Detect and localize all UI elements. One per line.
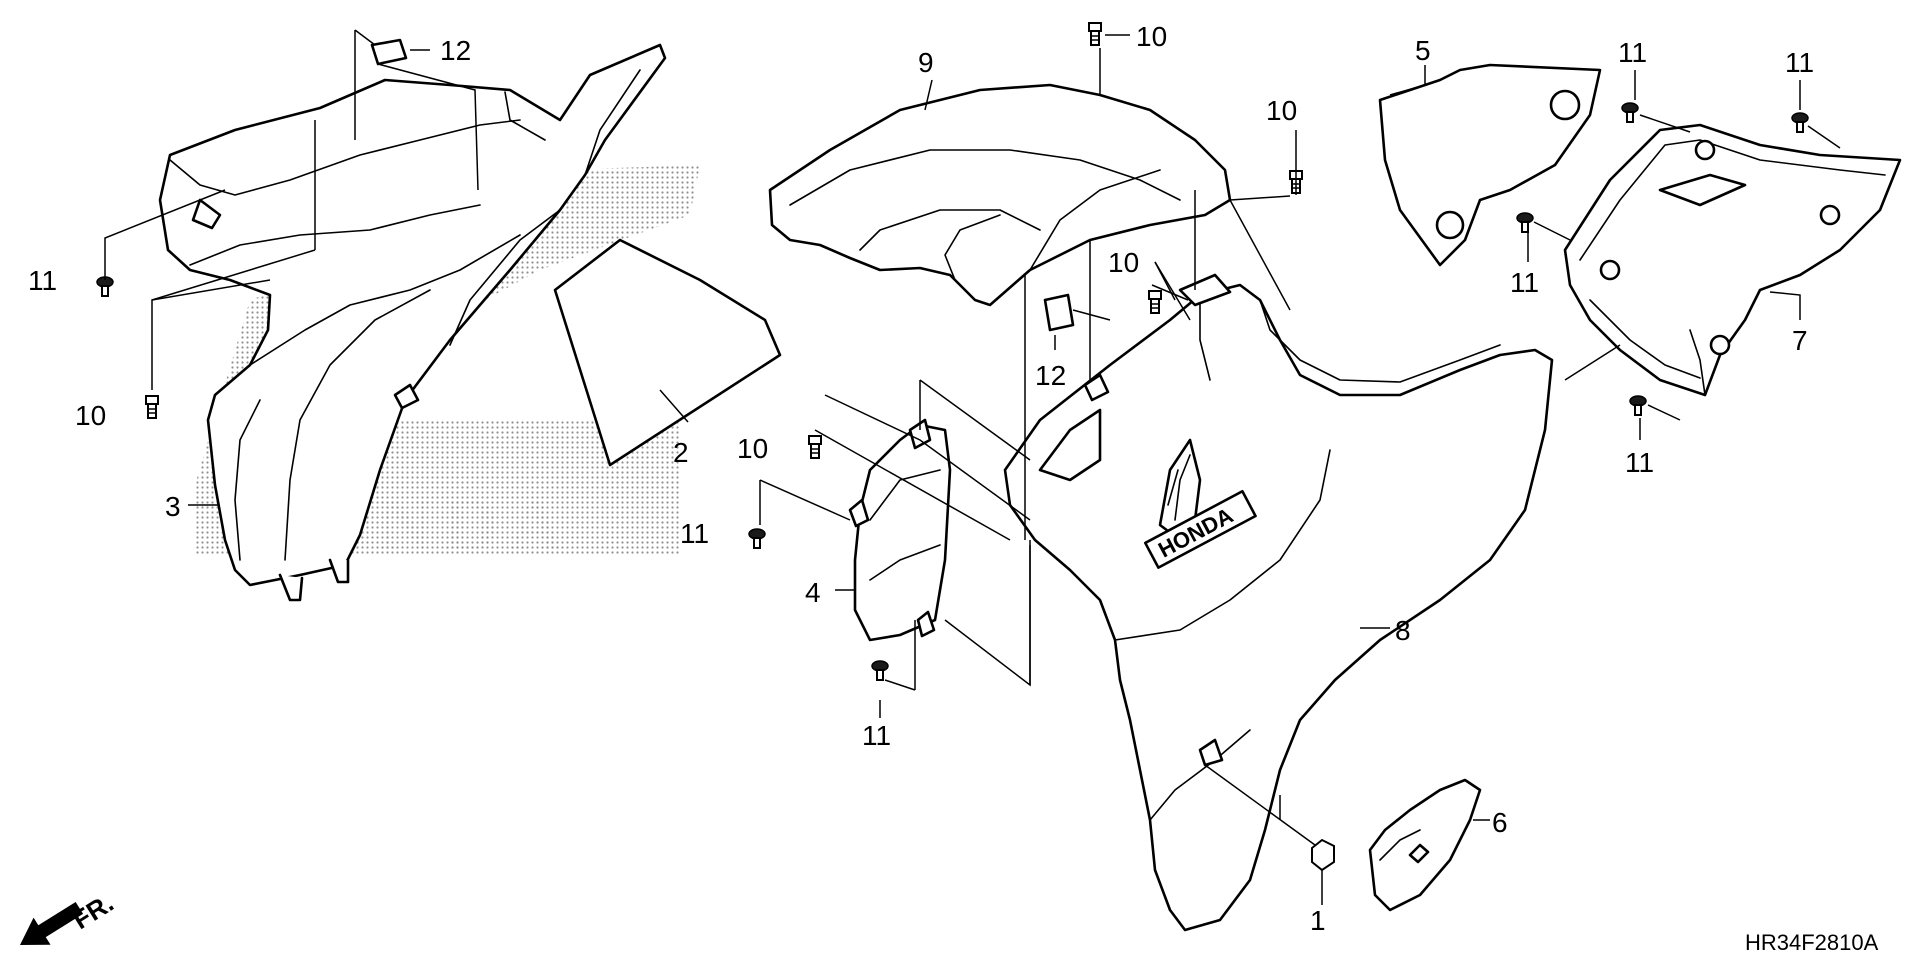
part-2-panel [553,238,782,467]
clip-12-center [1043,293,1075,332]
screw-11-upper-right-b [1791,112,1809,133]
callout-10-center: 10 [1108,247,1139,278]
callout-12-left: 12 [440,35,471,66]
front-direction-indicator: FR. [20,887,119,945]
callout-11-center: 11 [680,518,709,549]
nut-1 [1311,838,1335,872]
callout-labels: 1 2 3 4 5 6 7 8 9 10 10 10 10 10 11 11 1… [28,21,1814,936]
front-arrow-icon [20,901,84,945]
callout-12-center: 12 [1035,360,1066,391]
callout-11-lower-right: 11 [1625,447,1654,478]
callout-10-top: 10 [1136,21,1167,52]
callout-2: 2 [673,437,689,468]
bolt-10-center [1148,290,1162,314]
callout-11-upper-right-a: 11 [1618,37,1647,68]
clip-12-left [370,38,408,66]
callout-5: 5 [1415,35,1431,66]
callout-4: 4 [805,577,821,608]
screw-11-bottom [871,660,889,681]
callout-10-left: 10 [75,400,106,431]
callout-9: 9 [918,47,934,78]
fasteners [96,22,1809,872]
front-label: FR. [67,887,118,935]
part-6-small-cover [1368,778,1482,912]
part-5-plate [1378,63,1602,267]
callout-1: 1 [1310,905,1326,936]
callout-3: 3 [165,491,181,522]
callout-6: 6 [1492,807,1508,838]
bolt-10-top [1088,22,1102,46]
callout-11-upper-right-b: 11 [1785,47,1814,78]
callout-8: 8 [1395,615,1411,646]
bolt-10-bracket [808,435,822,459]
part-9-upper-cover [768,83,1232,307]
part-4-bracket [848,418,952,642]
diagram-code: HR34F2810A [1745,930,1879,955]
leader-lines [104,29,1841,905]
screw-11-center [748,528,766,549]
callout-7: 7 [1792,325,1808,356]
part-3-left-side-cover [158,43,667,602]
screw-11-upper-right-a [1621,102,1639,123]
part-8-main-side-cover: HONDA [1003,273,1554,932]
callout-11-mid-right: 11 [1510,267,1539,298]
screw-11-mid-right [1516,212,1534,233]
callout-11-left: 11 [28,265,57,296]
screw-11-lower-right [1629,395,1647,416]
part-7-right-panel [1563,123,1902,397]
bolt-10-left [145,395,159,419]
callout-10-bracket: 10 [737,433,768,464]
callout-10-right: 10 [1266,95,1297,126]
callout-11-bottom: 11 [862,720,891,751]
